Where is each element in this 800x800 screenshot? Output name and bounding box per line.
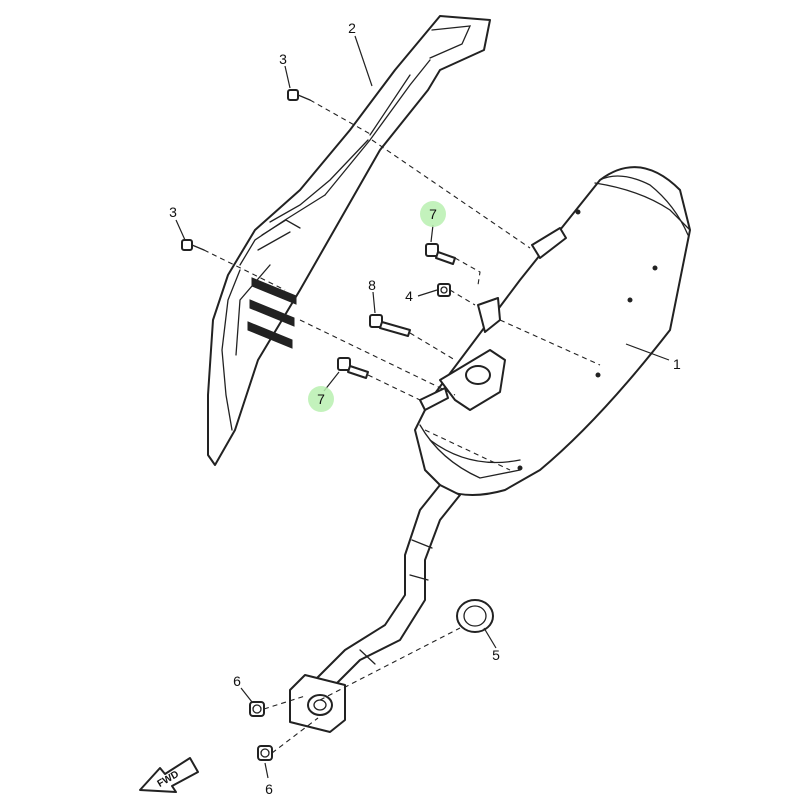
callout-6-upper: 6 — [233, 673, 241, 689]
flange-nut-lower — [257, 745, 273, 761]
heat-shield — [207, 15, 491, 466]
callout-2: 2 — [348, 20, 356, 36]
callout-7-upper: 7 — [429, 206, 437, 222]
flange-nut-upper — [249, 701, 265, 717]
fwd-arrow-icon: FWD — [139, 757, 199, 793]
callout-3-upper: 3 — [279, 51, 287, 67]
callout-5: 5 — [492, 647, 500, 663]
callout-1: 1 — [673, 356, 681, 372]
mounting-bolt — [369, 314, 411, 337]
callout-highlight-7-lower — [308, 386, 334, 412]
shield-bolt-upper — [287, 89, 311, 101]
callout-highlight-7-upper — [420, 201, 446, 227]
shield-bolt-lower — [181, 239, 205, 251]
muffler — [414, 166, 691, 496]
callout-6-lower: 6 — [265, 781, 273, 797]
callout-4: 4 — [405, 288, 413, 304]
flange-bolt-upper — [425, 243, 456, 265]
flange-bolt-lower — [337, 357, 369, 379]
callout-8: 8 — [368, 277, 376, 293]
callout-7-lower: 7 — [317, 391, 325, 407]
collar-nut — [437, 283, 451, 297]
gasket — [456, 599, 494, 633]
assembly-lines — [203, 99, 601, 754]
exhaust-pipe — [289, 484, 461, 733]
callout-3-lower: 3 — [169, 204, 177, 220]
